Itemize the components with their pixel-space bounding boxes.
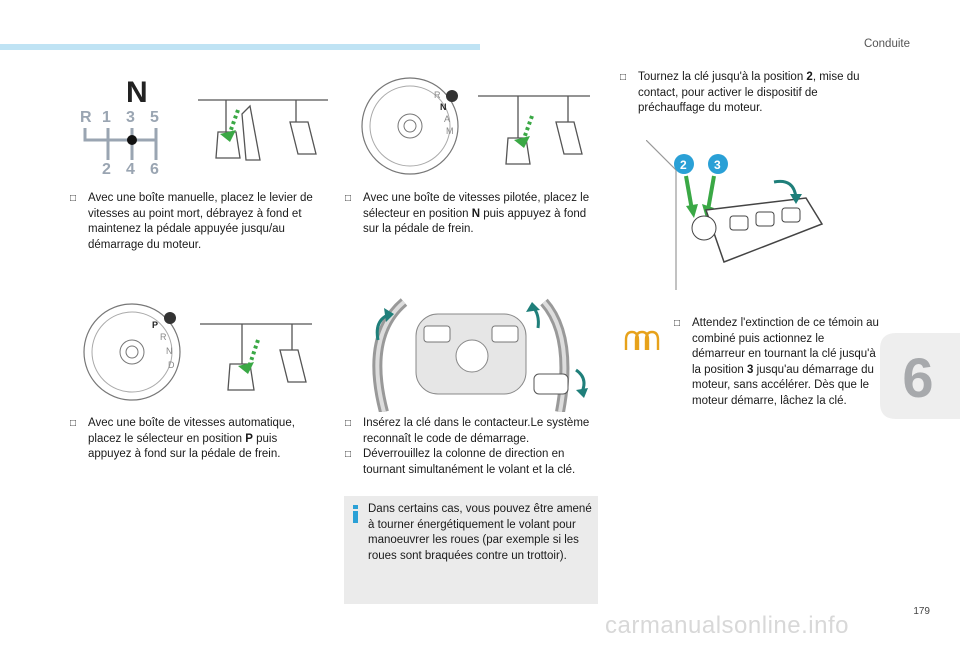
step-wait-warning: □Attendez l'extinction de ce témoin au c… — [674, 317, 879, 407]
checkbox-icon: □ — [620, 72, 627, 83]
checkbox-icon: □ — [345, 449, 352, 460]
gear-label: 4 — [126, 161, 135, 178]
info-note-box — [344, 496, 598, 604]
gear-label: R — [80, 109, 92, 126]
selector-label: M — [446, 126, 454, 136]
gear-label: 2 — [102, 161, 111, 178]
step-manual-gearbox: □Avec une boîte manuelle, placez le levi… — [70, 192, 313, 251]
selector-label: D — [168, 360, 175, 370]
checkbox-icon: □ — [345, 193, 352, 204]
header-accent-bar — [0, 44, 480, 50]
gear-label: 3 — [126, 109, 135, 126]
chapter-number: 6 — [902, 346, 934, 409]
steering-wheel-figure — [372, 298, 588, 412]
checkbox-icon: □ — [70, 193, 77, 204]
step-insert-key: □Insérez la clé dans le contacteur.Le sy… — [345, 417, 590, 476]
gear-label: 6 — [150, 161, 159, 178]
piloted-gearbox-figure: R N A M — [361, 77, 590, 175]
selector-label: R — [160, 332, 167, 342]
info-icon — [353, 505, 358, 523]
selector-label: N — [166, 346, 173, 356]
manual-gearbox-figure: N R 1 3 5 2 4 6 — [80, 76, 328, 178]
key-position-label: 2 — [680, 158, 687, 172]
chapter-tab — [880, 333, 960, 419]
selector-label: N — [440, 102, 447, 112]
gear-neutral-label: N — [126, 76, 148, 109]
checkbox-icon: □ — [70, 418, 77, 429]
ignition-key-figure: 2 3 — [646, 140, 824, 290]
watermark: carmanualsonline.info — [605, 612, 849, 639]
selector-label: A — [444, 114, 450, 124]
info-note-text: Dans certains cas, vous pouvez être amen… — [368, 503, 592, 562]
gear-label: 5 — [150, 109, 159, 126]
step-automatic-gearbox: □Avec une boîte de vitesses automatique,… — [70, 417, 295, 460]
selector-label: P — [152, 320, 158, 330]
gear-label: 1 — [102, 109, 111, 126]
step-turn-key: □Tournez la clé jusqu'à la position 2, m… — [620, 71, 860, 114]
preheating-warning-icon — [624, 330, 660, 350]
step-piloted-gearbox: □Avec une boîte de vitesses pilotée, pla… — [345, 192, 590, 235]
checkbox-icon: □ — [345, 418, 352, 429]
page-number: 179 — [913, 606, 930, 617]
key-position-label: 3 — [714, 158, 721, 172]
checkbox-icon: □ — [674, 318, 681, 329]
section-title: Conduite — [863, 38, 910, 50]
automatic-gearbox-figure: P R N D — [83, 303, 312, 401]
selector-label: R — [434, 90, 441, 100]
